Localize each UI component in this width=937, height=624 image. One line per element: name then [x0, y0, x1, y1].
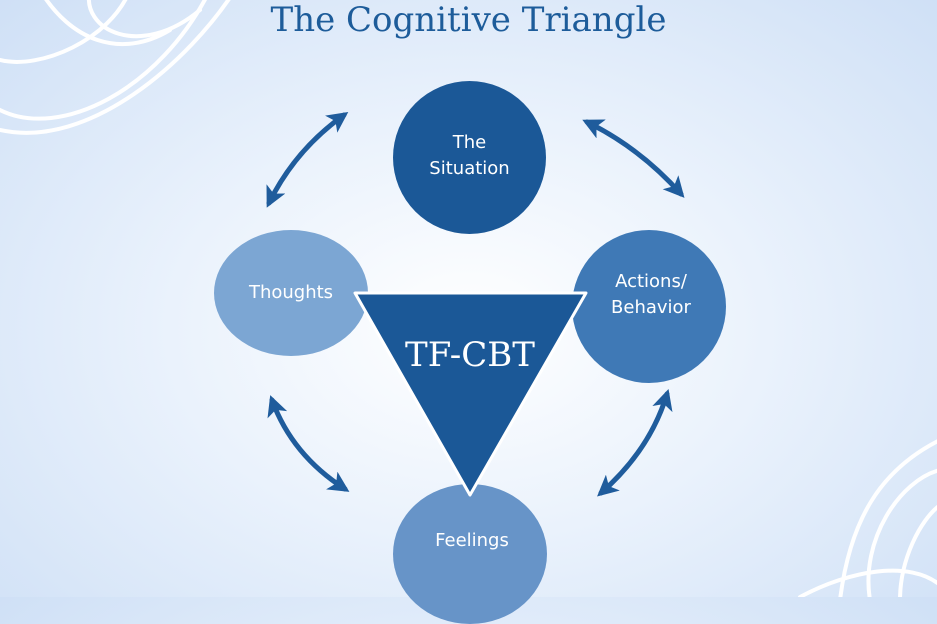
diagram-title: The Cognitive Triangle [270, 0, 667, 40]
arrow-thoughts-feelings [267, 395, 350, 492]
node-actions: Actions/ Behavior [572, 230, 726, 383]
node-thoughts-label: Thoughts [248, 282, 334, 303]
center-label: TF-CBT [405, 335, 535, 375]
node-actions-label: Actions/ Behavior [611, 270, 691, 318]
decorative-swirls [0, 0, 937, 597]
arrow-situation-actions [582, 119, 685, 198]
arrow-actions-feelings [597, 388, 673, 497]
center-triangle [353, 291, 588, 497]
node-situation-label: The Situation [429, 131, 510, 179]
arrow-thoughts-situation [266, 111, 349, 208]
center-triangle-layer [353, 291, 588, 497]
node-situation: The Situation [393, 81, 546, 234]
arrows-layer [266, 111, 685, 497]
node-feelings-label: Feelings [435, 530, 509, 551]
node-thoughts: Thoughts [214, 230, 368, 356]
